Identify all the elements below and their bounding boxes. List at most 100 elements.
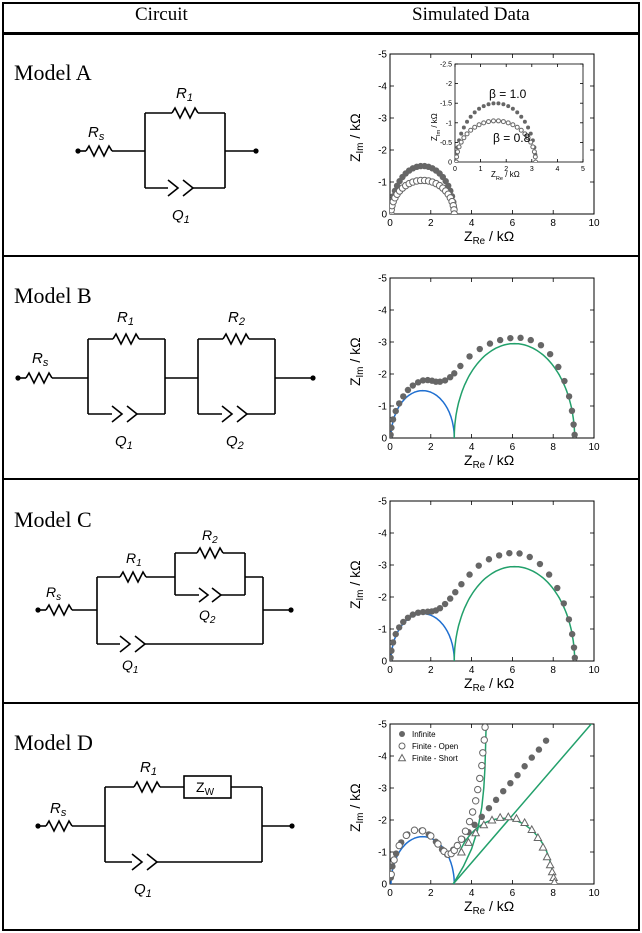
x-tick-label: 0: [387, 442, 393, 453]
data-point: [571, 431, 578, 438]
data-point: [555, 363, 562, 371]
x-tick-label: 6: [510, 888, 516, 899]
data-point: [526, 125, 531, 130]
series-line-green: [452, 724, 593, 884]
data-point: [506, 549, 513, 557]
data-point: [550, 877, 559, 884]
legend-label: Finite - Open: [412, 742, 458, 751]
y-tick-label: -3: [378, 114, 387, 125]
data-point: [445, 182, 452, 189]
x-tick-label: 6: [510, 218, 516, 229]
inset-x-tick-label: 2: [504, 166, 508, 173]
data-point: [510, 106, 515, 111]
inset-plot-area: [455, 101, 539, 162]
label-q2: Q2: [226, 433, 244, 452]
label-r2: R2: [228, 309, 245, 328]
label-rs: Rs: [32, 350, 49, 369]
x-tick-label: 2: [428, 442, 434, 453]
label-rs: Rs: [50, 800, 67, 819]
data-point: [390, 424, 395, 431]
x-axis-label: ZRe / kΩ: [464, 675, 514, 694]
x-tick-label: 8: [550, 218, 556, 229]
inset-y-tick-label: -1.5: [440, 101, 452, 108]
legend-marker: [399, 731, 405, 737]
data-point: [510, 122, 516, 128]
y-tick-label: -1: [378, 848, 387, 859]
data-point: [392, 630, 399, 638]
data-point: [527, 336, 534, 344]
circuit-b: Rs R1 R2 Q1 Q2: [15, 309, 316, 452]
y-axis-label: ZIm / kΩ: [347, 113, 366, 162]
data-point: [434, 840, 442, 848]
x-tick-label: 2: [428, 888, 434, 899]
x-tick-label: 6: [510, 665, 516, 676]
data-point: [395, 624, 403, 631]
data-point: [522, 131, 528, 137]
y-tick-label: 0: [381, 880, 387, 891]
data-point: [490, 118, 496, 124]
data-point: [528, 131, 533, 136]
data-point: [530, 144, 536, 150]
data-point: [441, 600, 449, 608]
data-point: [395, 400, 403, 407]
data-point: [468, 114, 473, 119]
data-point: [570, 421, 577, 428]
inset-x-axis-label: ZRe / kΩ: [491, 170, 520, 182]
data-point: [390, 870, 395, 879]
row-divider-cd: [2, 702, 640, 704]
data-point: [503, 812, 513, 821]
inset-y-axis-label: ZIm / kΩ: [430, 113, 442, 141]
data-point: [517, 334, 524, 342]
x-tick-label: 2: [428, 665, 434, 676]
legend-label: Infinite: [412, 730, 436, 739]
data-point: [395, 841, 403, 850]
data-point: [481, 104, 486, 109]
y-tick-label: -1: [378, 625, 387, 636]
data-point: [525, 135, 531, 141]
y-tick-label: -4: [378, 82, 387, 93]
plot-frame: [389, 277, 595, 439]
annotation-beta-2: β = 0.8: [493, 131, 531, 145]
data-point: [535, 746, 543, 753]
data-point: [486, 340, 494, 347]
data-point: [455, 149, 461, 155]
data-point: [441, 377, 449, 384]
plot-area: [390, 549, 579, 661]
data-point: [507, 334, 514, 342]
inset-y-tick-label: -2.5: [440, 61, 452, 68]
data-point: [511, 813, 522, 822]
y-tick-label: -3: [378, 561, 387, 572]
data-point: [526, 553, 533, 561]
inset-y-tick-label: -2: [446, 81, 452, 88]
inset-x-tick-label: 1: [479, 166, 483, 173]
y-tick-label: -5: [378, 720, 387, 731]
data-point: [390, 416, 397, 423]
data-point: [519, 114, 524, 119]
data-point: [476, 345, 483, 353]
data-point: [500, 788, 507, 795]
x-tick-label: 0: [387, 218, 393, 229]
x-tick-label: 4: [469, 888, 475, 899]
x-tick-label: 2: [428, 218, 434, 229]
series-line-green: [453, 565, 576, 661]
data-point: [457, 362, 464, 370]
x-tick-label: 4: [469, 218, 475, 229]
data-point: [471, 828, 481, 837]
model-d-title: Model D: [14, 730, 93, 755]
data-point: [419, 377, 427, 384]
data-point: [390, 431, 394, 438]
row-divider-bc: [2, 478, 640, 480]
data-point: [478, 761, 486, 770]
data-point: [455, 154, 460, 160]
y-tick-label: -1: [378, 402, 387, 413]
y-tick-label: -5: [378, 50, 387, 61]
data-point: [495, 118, 501, 124]
x-axis-label: ZRe / kΩ: [464, 898, 514, 917]
x-tick-label: 10: [588, 665, 600, 676]
data-point: [427, 832, 435, 840]
label-q1: Q1: [172, 207, 190, 226]
y-tick-label: -4: [378, 752, 387, 763]
